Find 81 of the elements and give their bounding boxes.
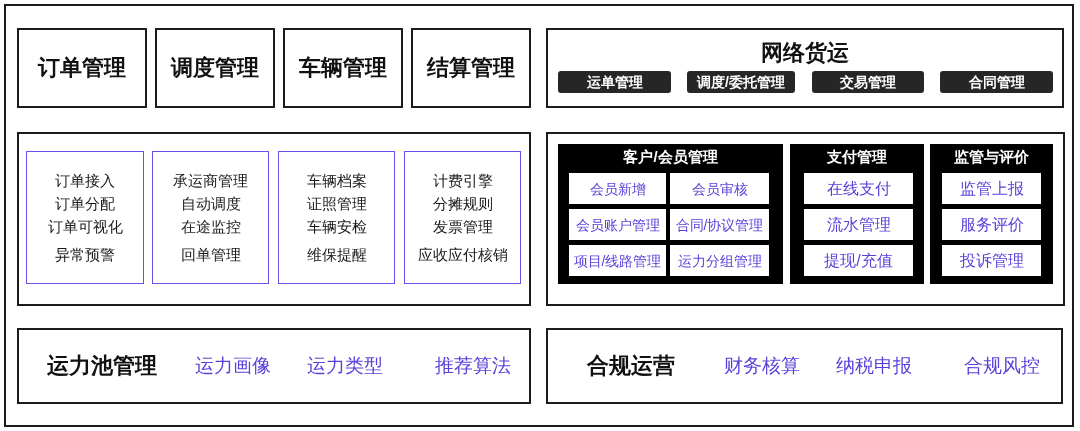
capability-title: 运力池管理 — [47, 352, 157, 380]
tag-label: 调度/委托管理 — [697, 73, 785, 91]
platform-title: 网络货运 — [761, 39, 849, 67]
function-label: 应收应付核销 — [417, 244, 508, 265]
module-tag — [558, 71, 671, 93]
service-item-box — [942, 209, 1041, 240]
item-label: 会员账户管理 — [575, 215, 660, 234]
outer-frame — [4, 4, 1074, 427]
function-label: 发票管理 — [432, 216, 493, 237]
tag-label: 合同管理 — [968, 73, 1025, 91]
function-label: 自动调度 — [180, 193, 241, 214]
function-label: 订单接入 — [55, 170, 115, 191]
tag-label: 交易管理 — [840, 73, 896, 91]
capability-item: 合规风控 — [964, 354, 1040, 378]
panel-frame — [17, 132, 531, 306]
function-label: 订单分配 — [55, 193, 115, 214]
module-title: 调度管理 — [171, 54, 259, 82]
item-label: 流水管理 — [826, 214, 891, 235]
capability-bar — [17, 328, 531, 404]
service-group-panel — [558, 144, 783, 284]
module-tag — [940, 71, 1053, 93]
function-label: 异常预警 — [55, 244, 115, 265]
item-label: 会员审核 — [691, 179, 748, 198]
service-item-box — [804, 245, 913, 276]
capability-title: 合规运营 — [587, 352, 675, 380]
function-list-box — [278, 151, 395, 284]
service-item-box — [670, 209, 769, 240]
function-label: 订单可视化 — [47, 216, 123, 237]
function-label: 维保提醒 — [306, 244, 367, 265]
service-item-box — [942, 245, 1041, 276]
item-label: 服务评价 — [959, 214, 1024, 235]
module-box — [411, 28, 531, 108]
module-tag — [812, 71, 924, 93]
item-label: 在线支付 — [826, 178, 891, 199]
capability-item: 运力画像 — [195, 354, 271, 378]
service-item-box — [670, 173, 769, 204]
item-label: 投诉管理 — [959, 250, 1024, 271]
item-label: 提现/充值 — [824, 250, 893, 271]
service-item-box — [942, 173, 1041, 204]
tag-label: 运单管理 — [586, 73, 643, 91]
panel-frame — [546, 132, 1065, 306]
group-title: 支付管理 — [827, 147, 887, 167]
service-item-box — [804, 209, 913, 240]
service-item-box — [804, 173, 913, 204]
capability-item: 纳税申报 — [836, 354, 912, 378]
service-item-box — [569, 245, 666, 276]
function-label: 回单管理 — [180, 244, 241, 265]
function-label: 分摊规则 — [432, 193, 493, 214]
function-label: 计费引擎 — [432, 170, 493, 191]
capability-item: 推荐算法 — [435, 354, 511, 378]
item-label: 会员新增 — [589, 179, 646, 198]
module-title: 结算管理 — [427, 54, 515, 82]
function-label: 证照管理 — [306, 193, 367, 214]
capability-bar — [546, 328, 1063, 404]
service-item-box — [670, 245, 769, 276]
item-label: 运力分组管理 — [677, 251, 762, 270]
capability-item: 财务核算 — [724, 354, 800, 378]
service-item-box — [569, 209, 666, 240]
function-list-box — [26, 151, 144, 284]
service-group-panel — [790, 144, 924, 284]
module-box — [17, 28, 147, 108]
module-title: 车辆管理 — [299, 54, 387, 82]
service-group-panel — [930, 144, 1053, 284]
function-label: 车辆安检 — [306, 216, 367, 237]
function-list-box — [404, 151, 521, 284]
module-box — [155, 28, 275, 108]
item-label: 监管上报 — [959, 178, 1024, 199]
function-label: 承运商管理 — [173, 170, 248, 191]
platform-box — [546, 28, 1064, 108]
module-title: 订单管理 — [38, 54, 126, 82]
item-label: 合同/协议管理 — [675, 215, 764, 234]
capability-item: 运力类型 — [307, 354, 383, 378]
function-label: 车辆档案 — [306, 170, 367, 191]
module-tag — [687, 71, 795, 93]
function-list-box — [152, 151, 269, 284]
item-label: 项目/线路管理 — [573, 251, 662, 270]
group-title: 监管与评价 — [954, 147, 1029, 167]
service-item-box — [569, 173, 666, 204]
function-label: 在途监控 — [180, 216, 241, 237]
group-title: 客户/会员管理 — [623, 147, 718, 167]
module-box — [283, 28, 403, 108]
